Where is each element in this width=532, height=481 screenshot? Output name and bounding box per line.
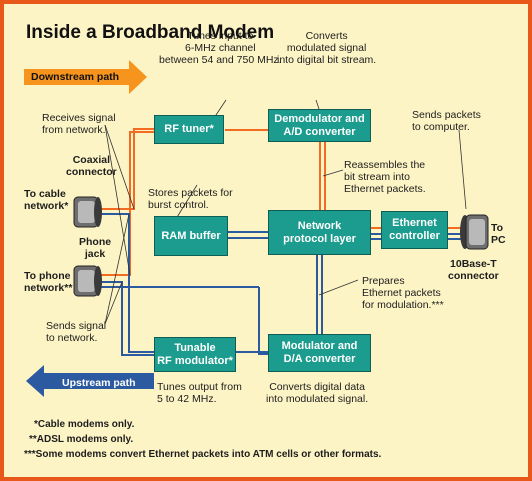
stores-packets-annotation: Stores packets for burst control.: [148, 187, 233, 211]
phone-jack-label: Phone jack: [79, 236, 112, 260]
modulator-box: Modulator and D/A converter: [268, 334, 371, 372]
converts-digital-annotation: Converts digital data into modulated sig…: [266, 381, 369, 405]
downstream-path-label: Downstream path: [31, 71, 120, 83]
rf-modulator-box: Tunable RF modulator*: [154, 337, 236, 372]
footnote-3: ***Some modems convert Ethernet packets …: [24, 449, 382, 460]
sends-signal-annotation: Sends signal to network.: [46, 320, 107, 344]
ram-buffer-box: RAM buffer: [154, 216, 228, 256]
receives-signal-annotation: Receives signal from network.: [42, 112, 116, 136]
demodulator-annotation: Converts modulated signal into digital b…: [277, 30, 377, 66]
upstream-wires: [101, 213, 462, 356]
coaxial-plug: [73, 196, 102, 228]
demodulator-box: Demodulator and A/D converter: [268, 109, 371, 142]
reassembles-annotation: Reassembles the bit stream into Ethernet…: [344, 159, 426, 195]
sends-packets-annotation: Sends packets to computer.: [412, 109, 481, 133]
to-pc-label: To PC: [491, 222, 506, 246]
network-protocol-box: Network protocol layer: [268, 210, 371, 255]
tuner-annotation: Tunes input to 6-MHz channel between 54 …: [159, 30, 282, 66]
10base-t-connector-label: 10Base-T connector: [448, 258, 499, 282]
leader-lines: [104, 99, 467, 325]
upstream-path-label: Upstream path: [62, 377, 136, 389]
footnote-1: *Cable modems only.: [34, 419, 135, 430]
10base-t-plug: [460, 214, 489, 250]
phone-jack-plug: [73, 265, 102, 297]
wiring-diagram: [24, 60, 489, 397]
footnote-2: **ADSL modems only.: [29, 434, 134, 445]
prepares-annotation: Prepares Ethernet packets for modulation…: [362, 275, 444, 311]
to-cable-network-label: To cable network*: [24, 188, 69, 212]
rf-tuner-box: RF tuner*: [154, 115, 224, 144]
ethernet-controller-box: Ethernet controller: [381, 211, 448, 249]
coaxial-connector-label: Coaxial connector: [66, 154, 117, 178]
upstream-arrow: [26, 365, 154, 397]
diagram-title: Inside a Broadband Modem: [26, 22, 275, 43]
downstream-arrow: [24, 60, 147, 94]
tunes-output-annotation: Tunes output from 5 to 42 MHz.: [157, 381, 242, 405]
to-phone-network-label: To phone network**: [24, 270, 73, 294]
